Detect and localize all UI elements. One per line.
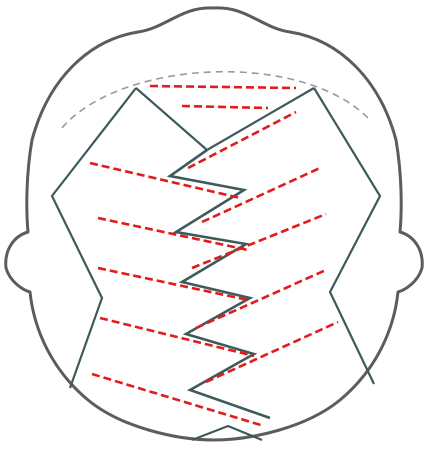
left-incision-line — [52, 88, 136, 388]
stitch-line — [150, 86, 296, 88]
stitch-line — [98, 218, 248, 250]
stitch-line — [100, 318, 254, 356]
stitch-line — [202, 168, 320, 222]
stitch-line — [98, 268, 248, 300]
stitch-lines — [90, 86, 338, 426]
stitch-line — [196, 270, 326, 328]
stitch-line — [182, 106, 268, 108]
stitch-line — [206, 322, 338, 382]
top-right-connector — [207, 88, 314, 150]
right-incision-line — [314, 88, 380, 384]
stitch-line — [188, 112, 296, 168]
stitch-line — [192, 214, 326, 268]
center-zigzag — [170, 150, 270, 418]
stitch-line — [90, 163, 240, 198]
top-left-connector — [136, 88, 207, 150]
